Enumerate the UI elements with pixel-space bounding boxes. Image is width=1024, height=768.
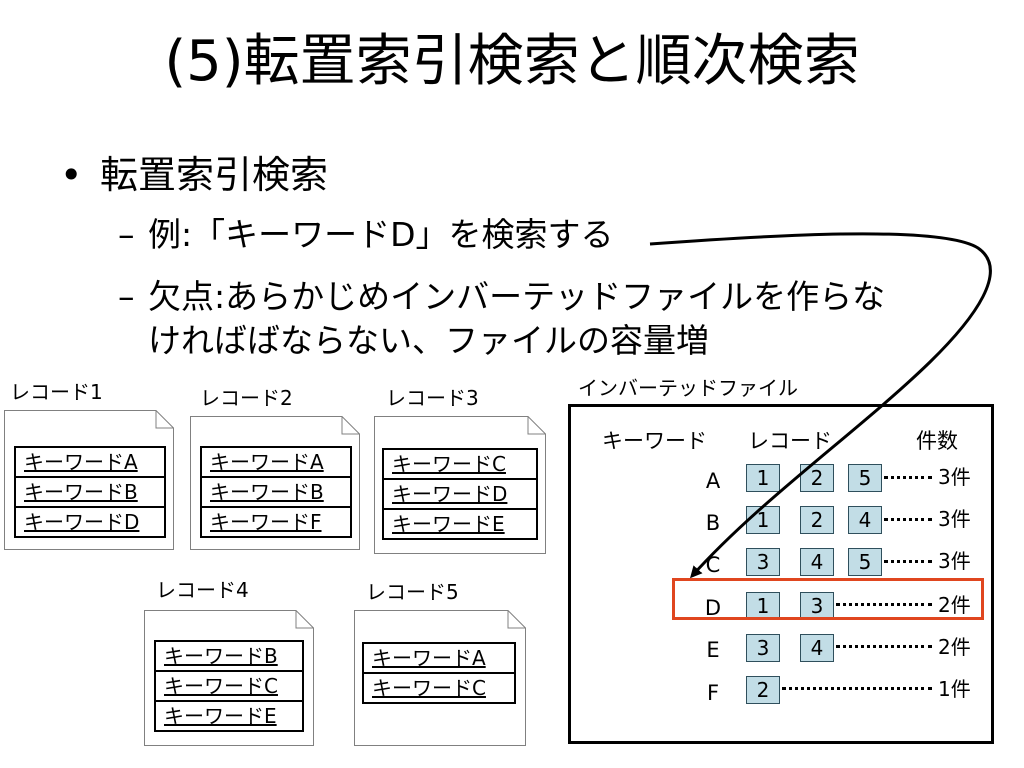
keyword-entry: キーワードB [202,478,350,508]
keyword-entry: キーワードE [392,512,505,536]
record-2-keywords: キーワードA キーワードB キーワードF [200,446,352,538]
row-count: 3件 [938,549,971,573]
keyword-entry: キーワードD [24,510,140,534]
row-count: 2件 [938,635,971,659]
inverted-file-label: インバーテッドファイル [578,376,798,400]
row-count: 3件 [938,465,971,489]
record-cell: 1 [746,464,780,492]
highlight-row-d [672,578,984,620]
row-count: 2件 [938,593,971,617]
bullet-main: • 転置索引検索 [60,150,328,200]
keyword-entry: キーワードF [210,510,322,534]
record-cell: 4 [800,548,834,576]
keyword-entry: キーワードC [384,450,536,480]
record-cell: 4 [800,634,834,662]
record-3-document: キーワードC キーワードD キーワードE [374,416,546,554]
dotted-leader [884,518,932,521]
bullet-drawback-line1: 欠点:あらかじめインバーテッドファイルを作らな [148,277,886,316]
keyword-entry: キーワードA [16,448,164,478]
record-cell: 2 [800,464,834,492]
bullet-drawback-line2: ければばならない、ファイルの容量増 [148,321,709,360]
record-1-document: キーワードA キーワードB キーワードD [4,410,174,550]
dotted-leader [782,687,932,690]
slide-title: (5)転置索引検索と順次検索 [164,29,860,94]
header-record: レコード [748,429,832,453]
bullet-drawback: – 欠点:あらかじめインバーテッドファイルを作らな ければばならない、ファイルの… [118,275,998,363]
record-cell: 3 [746,634,780,662]
bullet-example-text: 例:「キーワードD」を検索する [148,215,614,254]
record-3-keywords: キーワードC キーワードD キーワードE [382,448,538,540]
record-2-label: レコード2 [200,386,293,410]
keyword-entry: キーワードA [202,448,350,478]
record-4-keywords: キーワードB キーワードC キーワードE [154,640,304,732]
record-cell: 3 [746,548,780,576]
dotted-leader [884,476,932,479]
row-key-f: F [706,681,720,705]
record-5-keywords: キーワードA キーワードC [362,642,516,704]
keyword-entry: キーワードC [372,676,486,700]
dotted-leader [836,645,932,648]
keyword-entry: キーワードC [156,672,302,702]
header-keyword: キーワード [602,429,707,453]
inverted-file-box [568,404,994,744]
record-4-label: レコード4 [156,578,249,602]
record-cell: 5 [848,548,882,576]
record-5-label: レコード5 [366,580,459,604]
row-key-e: E [706,638,720,662]
row-key-b: B [705,511,721,535]
record-cell: 1 [746,592,780,620]
record-cell: 2 [746,676,780,704]
bullet-example: – 例:「キーワードD」を検索する [118,213,614,257]
record-5-document: キーワードA キーワードC [354,610,526,746]
keyword-entry: キーワードD [384,480,536,510]
record-2-document: キーワードA キーワードB キーワードF [190,416,360,550]
record-1-keywords: キーワードA キーワードB キーワードD [14,446,166,538]
record-cell: 1 [746,506,780,534]
row-count: 3件 [938,507,971,531]
record-4-document: キーワードB キーワードC キーワードE [144,610,314,746]
row-count: 1件 [938,677,971,701]
keyword-entry: キーワードB [156,642,302,672]
record-3-label: レコード3 [386,386,479,410]
bullet-dash: – [118,277,135,316]
record-1-label: レコード1 [10,380,103,404]
dotted-leader [836,603,932,606]
row-key-a: A [705,469,721,493]
record-cell: 3 [800,592,834,620]
keyword-entry: キーワードE [164,704,277,728]
record-cell: 5 [848,464,882,492]
dotted-leader [884,560,932,563]
row-key-c: C [705,553,721,577]
bullet-dot: • [60,153,83,197]
bullet-dash: – [118,215,135,254]
keyword-entry: キーワードB [16,478,164,508]
row-key-d: D [704,596,722,620]
keyword-entry: キーワードA [364,644,514,674]
record-cell: 4 [848,506,882,534]
header-count: 件数 [916,429,958,453]
bullet-main-text: 転置索引検索 [100,153,329,197]
record-cell: 2 [800,506,834,534]
